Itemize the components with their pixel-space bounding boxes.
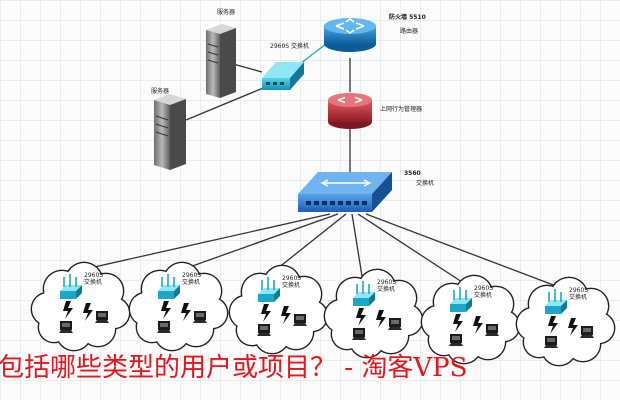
pc-icon: [293, 314, 307, 326]
access-cloud: [515, 276, 616, 367]
cloud-shape: [323, 268, 424, 359]
wireless-lightning-icon: [161, 301, 171, 319]
server-top-label: 服务器: [217, 9, 236, 16]
link-2960-server-left: [185, 85, 269, 121]
server-left-label: 服务器: [151, 88, 170, 95]
cloud-shape: [128, 261, 229, 352]
core-switch-sub-label: 交换机: [416, 180, 435, 187]
router-icon: [324, 18, 376, 52]
cloud-switch-label: 2960S 交换机: [377, 279, 397, 293]
access-cloud: [30, 261, 131, 352]
wireless-lightning-icon: [376, 310, 386, 328]
pc-icon: [449, 334, 463, 346]
access-cloud: [128, 261, 229, 352]
core-switch-model-label: 3560: [404, 170, 421, 177]
watermark-text: 包括哪些类型的用户或项目？ - 淘客VPS: [0, 353, 468, 383]
switch-2960-top-icon: [262, 62, 304, 90]
access-cloud: [228, 264, 329, 355]
pc-icon: [257, 324, 271, 336]
cloud-switch-label: 2960S 交换机: [84, 272, 104, 286]
core-switch-icon: [298, 172, 392, 212]
cloud-switch-label: 2960S 交换机: [282, 275, 302, 289]
link-core-cloud-4: [351, 213, 363, 277]
wireless-lightning-icon: [473, 316, 483, 334]
behavior-manager-icon: [328, 93, 372, 129]
wireless-switch-icon: [60, 274, 82, 299]
link-core-cloud-6: [365, 213, 557, 287]
link-core-cloud-1: [71, 213, 331, 273]
pc-icon: [485, 324, 499, 336]
wireless-lightning-icon: [453, 314, 463, 332]
wireless-lightning-icon: [281, 306, 291, 324]
access-clouds: [30, 261, 616, 367]
cloud-shape: [30, 261, 131, 352]
links: [71, 43, 557, 287]
server-icon: [206, 24, 236, 98]
wireless-lightning-icon: [63, 301, 73, 319]
cloud-switch-label: 2960S 交换机: [182, 272, 202, 286]
wireless-switch-icon: [450, 287, 472, 312]
switch-2960-top-label: 2960S 交换机: [270, 43, 309, 50]
wireless-lightning-icon: [548, 316, 558, 334]
cloud-switch-label: 2960S 交换机: [474, 285, 494, 299]
link-core-cloud-2: [169, 213, 339, 275]
access-cloud: [323, 268, 424, 359]
router-name-label: 防火墙 5510: [389, 14, 426, 21]
wireless-lightning-icon: [356, 308, 366, 326]
pc-icon: [388, 318, 402, 330]
pc-icon: [95, 311, 109, 323]
cloud-switch-label: 2960S 交换机: [569, 287, 589, 301]
wireless-lightning-icon: [83, 303, 93, 321]
pc-icon: [544, 336, 558, 348]
pc-icon: [352, 328, 366, 340]
wireless-switch-icon: [545, 289, 567, 314]
wireless-lightning-icon: [261, 304, 271, 322]
cloud-shape: [228, 264, 329, 355]
pc-icon: [193, 311, 207, 323]
pc-icon: [59, 321, 73, 333]
wireless-switch-icon: [258, 277, 280, 302]
link-core-cloud-5: [357, 213, 463, 283]
wireless-lightning-icon: [568, 318, 578, 336]
access-cloud: [420, 274, 521, 365]
wireless-switch-icon: [158, 274, 180, 299]
pc-icon: [157, 321, 171, 333]
behavior-manager-label: 上网行为管理器: [380, 106, 423, 113]
pc-icon: [580, 326, 594, 338]
wireless-switch-icon: [353, 281, 375, 306]
server-icon: [154, 94, 186, 170]
wireless-lightning-icon: [181, 303, 191, 321]
router-sub-label: 路由器: [400, 28, 419, 35]
